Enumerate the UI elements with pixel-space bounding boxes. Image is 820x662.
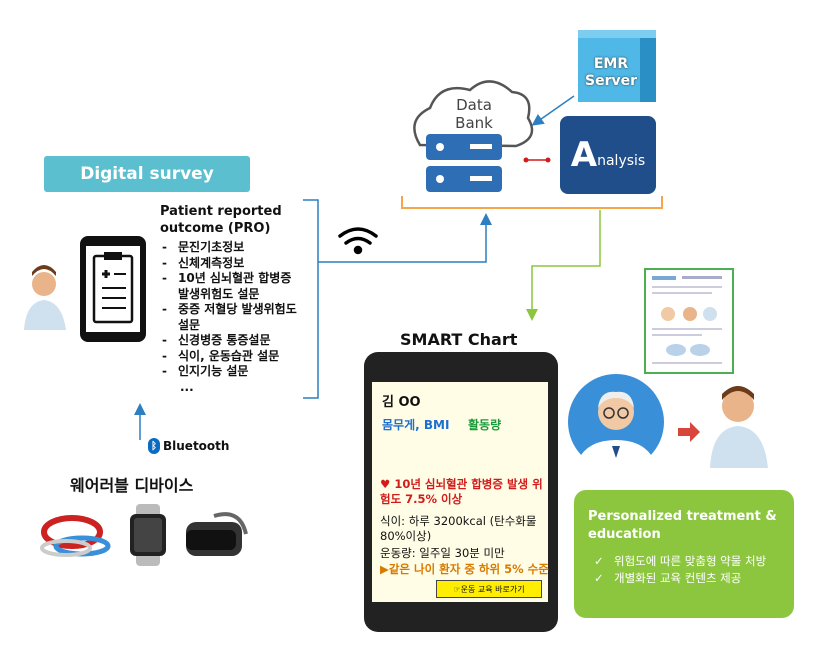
emr-to-databank-arrow xyxy=(531,95,575,126)
exercise-education-button[interactable]: ☞운동 교육 바로가기 xyxy=(436,580,542,598)
emr-server-label: EMR Server xyxy=(580,56,642,90)
pro-item-more: ... xyxy=(180,379,194,394)
pro-item: 문진기초정보 xyxy=(162,240,302,256)
bluetooth-text: Bluetooth xyxy=(163,439,230,453)
data-bank-line1: Data xyxy=(456,96,492,114)
bluetooth-icon: ᛒ xyxy=(148,438,160,454)
patient-avatar-left xyxy=(24,265,66,330)
emr-line2: Server xyxy=(584,73,637,89)
pro-title-line2: outcome (PRO) xyxy=(160,221,271,236)
server-icon xyxy=(426,134,502,192)
patient-name: 김 OO xyxy=(382,395,421,410)
risk-text: ♥ 10년 심뇌혈관 합병증 발생 위험도 7.5% 이상 xyxy=(380,477,543,506)
pro-item: 신경병증 통증설문 xyxy=(162,333,302,349)
data-bank-line2: Bank xyxy=(455,114,493,132)
data-bank-label: Data Bank xyxy=(446,96,502,132)
pro-item: 중증 저혈당 발생위험도 설문 xyxy=(162,302,302,333)
server-bracket xyxy=(401,196,663,209)
vr-headset-icon xyxy=(186,512,248,556)
to-smart-chart-arrow xyxy=(526,210,601,321)
treatment-box xyxy=(574,490,794,618)
treatment-item-text: 개별화된 교육 컨텐츠 제공 xyxy=(614,571,742,585)
treatment-item-text: 위험도에 따른 맞춤형 약물 처방 xyxy=(614,554,767,568)
tablet-icon xyxy=(80,236,146,342)
weight-bmi-label: 몸무게, BMI xyxy=(382,418,450,432)
smartwatch-icon xyxy=(130,504,166,566)
exercise-text: 운동량: 일주일 30분 미만 xyxy=(380,546,505,560)
check-icon: ✓ xyxy=(594,554,604,568)
analysis-rest: nalysis xyxy=(597,153,646,169)
pro-title-line1: Patient reported xyxy=(160,204,282,219)
emr-line1: EMR xyxy=(593,56,629,72)
upload-arrow xyxy=(318,213,492,263)
education-document-thumbnail xyxy=(644,268,734,374)
emr-server-icon xyxy=(578,30,656,102)
patient-avatar-right xyxy=(710,386,768,468)
treatment-item: ✓ 개별화된 교육 컨텐츠 제공 xyxy=(592,571,792,586)
pro-item: 신체계측정보 xyxy=(162,256,302,272)
digital-survey-banner: Digital survey xyxy=(44,156,250,192)
doctor-to-patient-arrow xyxy=(678,422,700,442)
diet-text: 식이: 하루 3200kcal (탄수화물 80%이상) xyxy=(380,514,537,543)
link-icon xyxy=(523,157,551,163)
pro-item-list: 문진기초정보 신체계측정보 10년 심뇌혈관 합병증 발생위험도 설문 중증 저… xyxy=(162,240,302,395)
cloud-icon xyxy=(413,80,534,148)
analysis-box: A nalysis xyxy=(560,116,656,194)
doctor-avatar xyxy=(568,374,664,470)
treatment-item: ✓ 위험도에 따른 맞춤형 약물 처방 xyxy=(592,554,792,569)
pro-item: 10년 심뇌혈관 합병증 발생위험도 설문 xyxy=(162,271,302,302)
pro-item: 인지기능 설문 xyxy=(162,364,302,380)
treatment-list: ✓ 위험도에 따른 맞춤형 약물 처방 ✓ 개별화된 교육 컨텐츠 제공 xyxy=(592,554,792,588)
smart-chart-title: SMART Chart xyxy=(400,330,518,349)
activity-label: 활동량 xyxy=(468,418,502,432)
pro-title: Patient reported outcome (PRO) xyxy=(160,203,282,237)
document-preview-icon xyxy=(652,276,722,364)
fitness-band-icon xyxy=(40,515,111,557)
pro-item: 식이, 운동습관 설문 xyxy=(162,349,302,365)
phone-screen xyxy=(372,382,548,602)
wearable-title: 웨어러블 디바이스 xyxy=(70,476,194,495)
bluetooth-label: ᛒ Bluetooth xyxy=(148,438,229,454)
analysis-initial: A xyxy=(570,135,598,175)
pro-bracket xyxy=(303,199,319,399)
treatment-title: Personalized treatment & education xyxy=(588,509,777,542)
check-icon: ✓ xyxy=(594,571,604,585)
wifi-icon xyxy=(338,227,378,255)
rank-text: ▶같은 나이 환자 중 하위 5% 수준 xyxy=(380,562,549,576)
